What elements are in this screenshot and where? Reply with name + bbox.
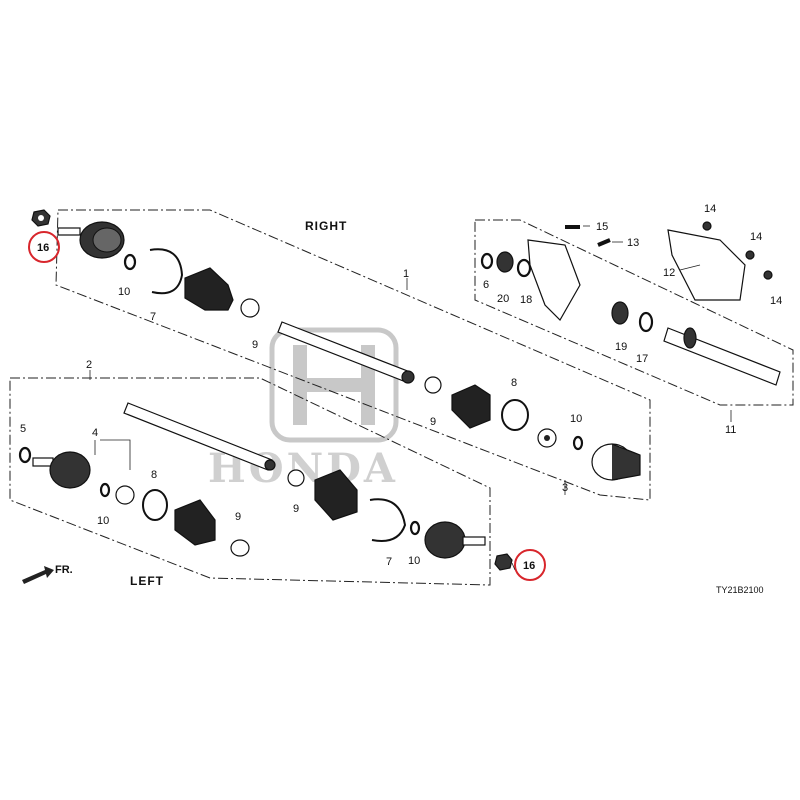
- circlip[interactable]: [123, 253, 137, 271]
- bolt[interactable]: [702, 221, 712, 231]
- right-halfshaft[interactable]: [277, 321, 415, 384]
- snap-ring[interactable]: [516, 258, 532, 278]
- heat-shield[interactable]: [667, 229, 746, 301]
- circlip[interactable]: [480, 252, 494, 270]
- front-arrow: [22, 566, 54, 584]
- callout-10a: 10: [118, 286, 130, 298]
- boot-band[interactable]: [149, 248, 184, 295]
- callout-13: 13: [627, 237, 639, 249]
- bearing-bracket[interactable]: [527, 239, 581, 321]
- highlight-circle: [28, 231, 60, 263]
- outer-cv-joint[interactable]: [57, 221, 125, 259]
- left-group-outline: [9, 377, 491, 586]
- bearing[interactable]: [611, 301, 629, 325]
- callout-7b: 7: [386, 556, 392, 568]
- cv-boot[interactable]: [314, 469, 358, 521]
- callout-11: 11: [725, 424, 736, 436]
- circlip[interactable]: [572, 435, 584, 451]
- callout-12: 12: [663, 267, 675, 279]
- highlight-circle: [514, 549, 546, 581]
- nut-part-16[interactable]: [31, 209, 51, 227]
- boot-clamp[interactable]: [287, 469, 305, 487]
- callout-9d: 9: [293, 503, 299, 515]
- callout-5: 5: [20, 423, 26, 435]
- callout-16a: 16: [37, 242, 49, 254]
- callout-10b: 10: [570, 413, 582, 425]
- cv-boot[interactable]: [184, 267, 234, 311]
- callout-19: 19: [615, 341, 627, 353]
- boot-band[interactable]: [501, 399, 529, 431]
- right-header: RIGHT: [305, 219, 347, 233]
- callout-3: 3: [562, 482, 568, 494]
- cv-boot[interactable]: [451, 384, 491, 429]
- outer-cv-joint[interactable]: [424, 521, 486, 559]
- callout-10d: 10: [408, 555, 420, 567]
- fr-label: FR.: [55, 564, 73, 576]
- inner-joint-housing[interactable]: [591, 443, 641, 481]
- left-header: LEFT: [130, 574, 164, 588]
- boot-clamp[interactable]: [424, 376, 442, 394]
- callout-8a: 8: [511, 377, 517, 389]
- boot-clamp[interactable]: [240, 298, 260, 318]
- callout-9a: 9: [252, 339, 258, 351]
- callout-14c: 14: [770, 295, 782, 307]
- inner-joint-left[interactable]: [32, 451, 91, 489]
- bolt[interactable]: [597, 238, 611, 247]
- nut-part-16[interactable]: [494, 553, 513, 571]
- circlip[interactable]: [99, 482, 111, 498]
- callout-4: 4: [92, 427, 98, 439]
- callout-18: 18: [520, 294, 532, 306]
- callout-10c: 10: [97, 515, 109, 527]
- callout-7a: 7: [150, 311, 156, 323]
- left-halfshaft[interactable]: [123, 402, 276, 471]
- callout-16b: 16: [523, 560, 535, 572]
- boot-band[interactable]: [369, 498, 407, 542]
- callout-17: 17: [636, 353, 648, 365]
- boot-clamp[interactable]: [230, 539, 250, 557]
- callout-2: 2: [86, 359, 92, 371]
- callout-8b: 8: [151, 469, 157, 481]
- circlip[interactable]: [638, 311, 654, 333]
- callout-20: 20: [497, 293, 509, 305]
- callout-1: 1: [403, 268, 409, 280]
- tripod-spider[interactable]: [115, 485, 135, 505]
- inner-joint-outline: [474, 219, 794, 406]
- tripod-spider[interactable]: [537, 428, 557, 448]
- diagram-code: TY21B2100: [716, 585, 764, 595]
- circlip[interactable]: [409, 520, 421, 536]
- leader-lines: [89, 225, 732, 571]
- seal[interactable]: [496, 251, 514, 273]
- intermediate-shaft[interactable]: [663, 327, 781, 386]
- callout-9b: 9: [430, 416, 436, 428]
- callout-9c: 9: [235, 511, 241, 523]
- bolt[interactable]: [745, 250, 755, 260]
- bolt[interactable]: [763, 270, 773, 280]
- callout-14b: 14: [750, 231, 762, 243]
- callout-15: 15: [596, 221, 608, 233]
- circlip[interactable]: [18, 446, 32, 464]
- right-group-outline: [55, 209, 651, 501]
- boot-band[interactable]: [142, 489, 168, 521]
- cv-boot[interactable]: [174, 499, 216, 546]
- callout-6: 6: [483, 279, 489, 291]
- callout-14a: 14: [704, 203, 716, 215]
